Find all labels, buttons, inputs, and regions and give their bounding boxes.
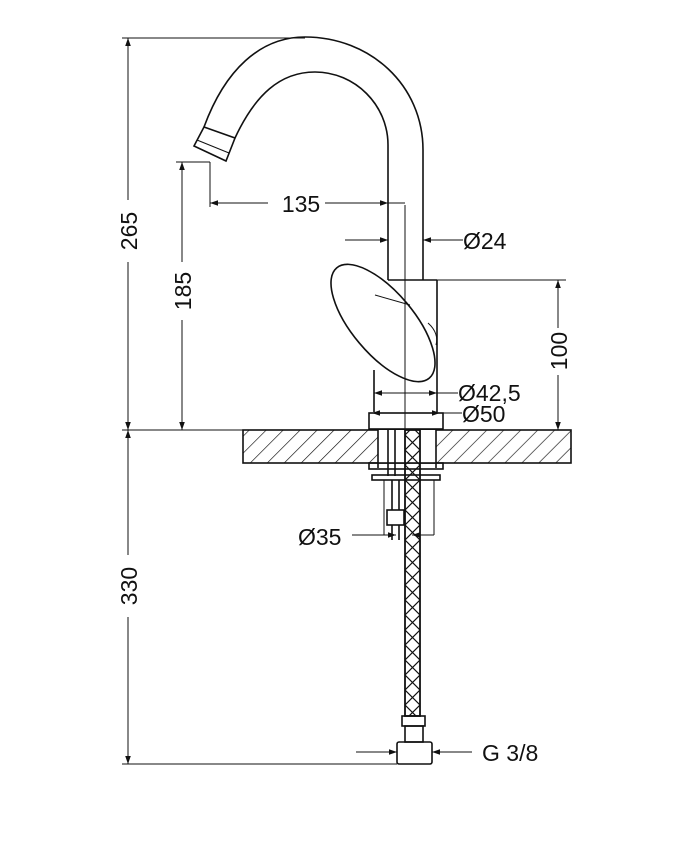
spout [192, 36, 424, 280]
svg-text:185: 185 [170, 272, 196, 310]
svg-text:Ø35: Ø35 [298, 524, 341, 550]
dimension-100: 100 [546, 280, 572, 430]
svg-text:Ø42,5: Ø42,5 [458, 380, 521, 406]
svg-text:135: 135 [282, 191, 320, 217]
base-flange [368, 412, 444, 430]
aerator [192, 126, 237, 163]
dimension-base-diameter: Ø50 [372, 401, 505, 427]
svg-text:G 3/8: G 3/8 [482, 740, 538, 766]
faucet-body [330, 263, 444, 430]
svg-text:265: 265 [116, 212, 142, 250]
shank [368, 430, 444, 540]
svg-text:330: 330 [116, 567, 142, 605]
dimension-body-diameter: Ø42,5 [374, 380, 521, 406]
flexible-hose [396, 429, 433, 765]
dimension-135: 135 [210, 191, 405, 217]
dimension-spout-diameter: Ø24 [345, 228, 507, 254]
dimension-330: 330 [116, 430, 142, 764]
svg-text:Ø50: Ø50 [462, 401, 505, 427]
svg-text:Ø24: Ø24 [463, 228, 507, 254]
connector-nut [396, 741, 433, 765]
dimension-185: 185 [170, 162, 196, 430]
svg-text:100: 100 [546, 332, 572, 370]
dimension-265: 265 [116, 38, 142, 430]
dimension-shank-diameter: Ø35 [298, 524, 434, 550]
lever-handle [330, 263, 438, 383]
dimension-connection: G 3/8 [356, 740, 538, 766]
